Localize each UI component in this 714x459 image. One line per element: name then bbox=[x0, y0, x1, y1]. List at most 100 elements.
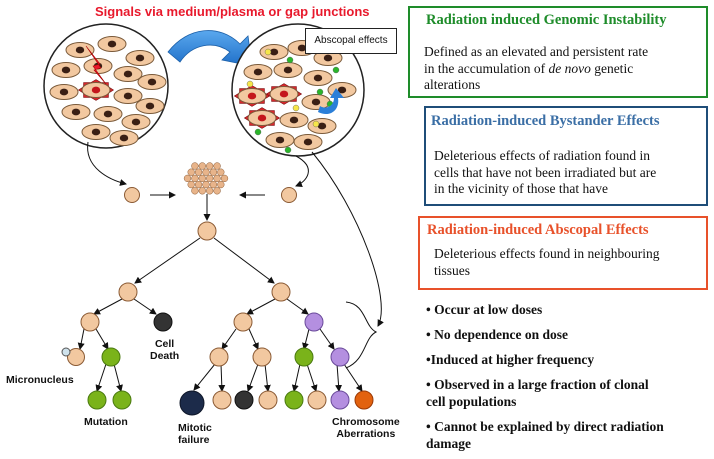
bystander-effects-text: Deleterious effects of radiation found i… bbox=[434, 148, 708, 198]
abscopal-effects-box: Radiation-induced Abscopal Effects Delet… bbox=[418, 216, 708, 290]
bullet-clonal-fraction-cont: cell populations bbox=[426, 394, 517, 409]
cell bbox=[307, 390, 327, 410]
cluster-cell bbox=[209, 180, 218, 189]
right-circle-to-cell-arrow bbox=[295, 155, 309, 188]
granddaughter-cell bbox=[233, 312, 253, 332]
tissue-cell bbox=[233, 85, 271, 107]
tissue-cell bbox=[273, 62, 303, 78]
tissue-cell bbox=[113, 88, 143, 104]
cluster-cell bbox=[198, 187, 206, 195]
bystander-line-1: Deleterious effects of radiation found i… bbox=[434, 148, 651, 163]
bullet-higher-frequency: •Induced at higher frequency bbox=[426, 352, 595, 367]
cluster-cell bbox=[206, 162, 214, 170]
abscopal-effects-tag: Abscopal effects bbox=[305, 28, 397, 54]
mitotic-failure-cell bbox=[179, 390, 205, 416]
bullet-not-direct-damage-cont: damage bbox=[426, 436, 471, 451]
tissue-cell bbox=[93, 106, 123, 122]
daughter-cell bbox=[271, 282, 291, 302]
genomic-line-3: alterations bbox=[424, 77, 481, 92]
small-curved-arrow-icon bbox=[318, 88, 344, 115]
mutated-cell bbox=[294, 347, 314, 367]
mutated-cell bbox=[112, 390, 132, 410]
signals-caption: Signals via medium/plasma or gap junctio… bbox=[95, 4, 370, 19]
bystander-effects-box: Radiation-induced Bystander Effects Dele… bbox=[424, 106, 708, 206]
signal-molecule-icon bbox=[312, 120, 320, 128]
bystander-cell-left bbox=[124, 187, 140, 203]
signal-molecule-icon bbox=[246, 80, 254, 88]
tree-edge bbox=[193, 363, 216, 391]
bullet-no-dose-dependence: • No dependence on dose bbox=[426, 327, 568, 342]
irradiated-tissue bbox=[43, 23, 169, 149]
tree-edge bbox=[286, 298, 309, 315]
progenitor-cell bbox=[197, 221, 217, 241]
abscopal-effects-text: Deleterious effects found in neighbourin… bbox=[434, 246, 704, 279]
tree-edge bbox=[248, 328, 259, 350]
tissue-cell bbox=[121, 114, 151, 130]
mutation-label: Mutation bbox=[84, 416, 128, 428]
cluster-cell bbox=[187, 168, 195, 176]
cluster-cell bbox=[187, 180, 195, 189]
tree-edge bbox=[302, 328, 310, 350]
long-curve-arrow bbox=[311, 151, 384, 327]
tree-edge bbox=[246, 363, 259, 392]
abscopal-line-2: tissues bbox=[434, 262, 471, 278]
bystander-line-2: cells that have not been irradiated but … bbox=[434, 164, 657, 180]
granddaughter-cell bbox=[80, 312, 100, 332]
tissue-cell bbox=[307, 118, 337, 134]
cluster-cell bbox=[202, 168, 210, 176]
aberrant-cell bbox=[304, 312, 324, 332]
bystander-line-3: in the vicinity of those that have bbox=[434, 181, 608, 196]
tissue-cell bbox=[125, 50, 155, 66]
brace bbox=[345, 301, 378, 369]
cluster-cell bbox=[198, 162, 206, 170]
aberrant-cell bbox=[330, 347, 350, 367]
tree-edge bbox=[95, 363, 107, 392]
cluster-cell bbox=[198, 174, 206, 183]
cluster-cell bbox=[191, 174, 199, 183]
cluster-cell bbox=[213, 174, 221, 183]
signal-molecule-icon bbox=[332, 66, 340, 74]
tree-edge bbox=[93, 298, 123, 315]
mutated-cell bbox=[284, 390, 304, 410]
cluster-cell bbox=[206, 174, 214, 183]
bystander-tissue bbox=[231, 23, 365, 157]
mutated-cell bbox=[87, 390, 107, 410]
cluster-cell bbox=[206, 187, 214, 195]
tissue-cell bbox=[113, 66, 143, 82]
tissue-cell bbox=[109, 130, 139, 146]
genomic-instability-title: Radiation induced Genomic Instability bbox=[426, 12, 667, 28]
tree-edge bbox=[306, 363, 318, 392]
cluster-cell bbox=[217, 180, 225, 189]
bullet-clonal-fraction: • Observed in a large fraction of clonal bbox=[426, 377, 649, 392]
signal-molecule-icon bbox=[284, 146, 292, 154]
tissue-cell bbox=[243, 64, 273, 80]
cell bbox=[252, 347, 272, 367]
cluster-cell bbox=[217, 168, 225, 176]
cell bbox=[212, 390, 232, 410]
cluster-cell bbox=[191, 187, 199, 195]
cluster-cell bbox=[191, 162, 199, 170]
signal-molecule-icon bbox=[254, 128, 262, 136]
tree-edge bbox=[95, 328, 109, 350]
bystander-cell-right bbox=[281, 187, 297, 203]
tree-edge bbox=[134, 237, 201, 284]
tree-edge bbox=[343, 363, 363, 392]
tree-edge bbox=[221, 328, 237, 350]
cluster-cell bbox=[213, 187, 221, 195]
dead-cell bbox=[234, 390, 254, 410]
genomic-instability-box: Radiation induced Genomic Instability De… bbox=[408, 6, 708, 98]
radiation-bolt-icon bbox=[85, 45, 107, 85]
abscopal-line-1: Deleterious effects found in neighbourin… bbox=[434, 246, 660, 261]
tree-edge bbox=[335, 363, 343, 392]
left-circle-to-cell-arrow bbox=[87, 141, 127, 186]
tissue-cell bbox=[259, 44, 289, 60]
bullet-not-direct-damage: • Cannot be explained by direct radiatio… bbox=[426, 419, 664, 434]
daughter-cell bbox=[118, 282, 138, 302]
cluster-cell bbox=[194, 168, 203, 176]
tissue-cell bbox=[279, 112, 309, 128]
genomic-line-2: in the accumulation of de novo genetic bbox=[424, 60, 634, 76]
signal-molecule-icon bbox=[316, 88, 324, 96]
cluster-cell bbox=[209, 168, 218, 176]
